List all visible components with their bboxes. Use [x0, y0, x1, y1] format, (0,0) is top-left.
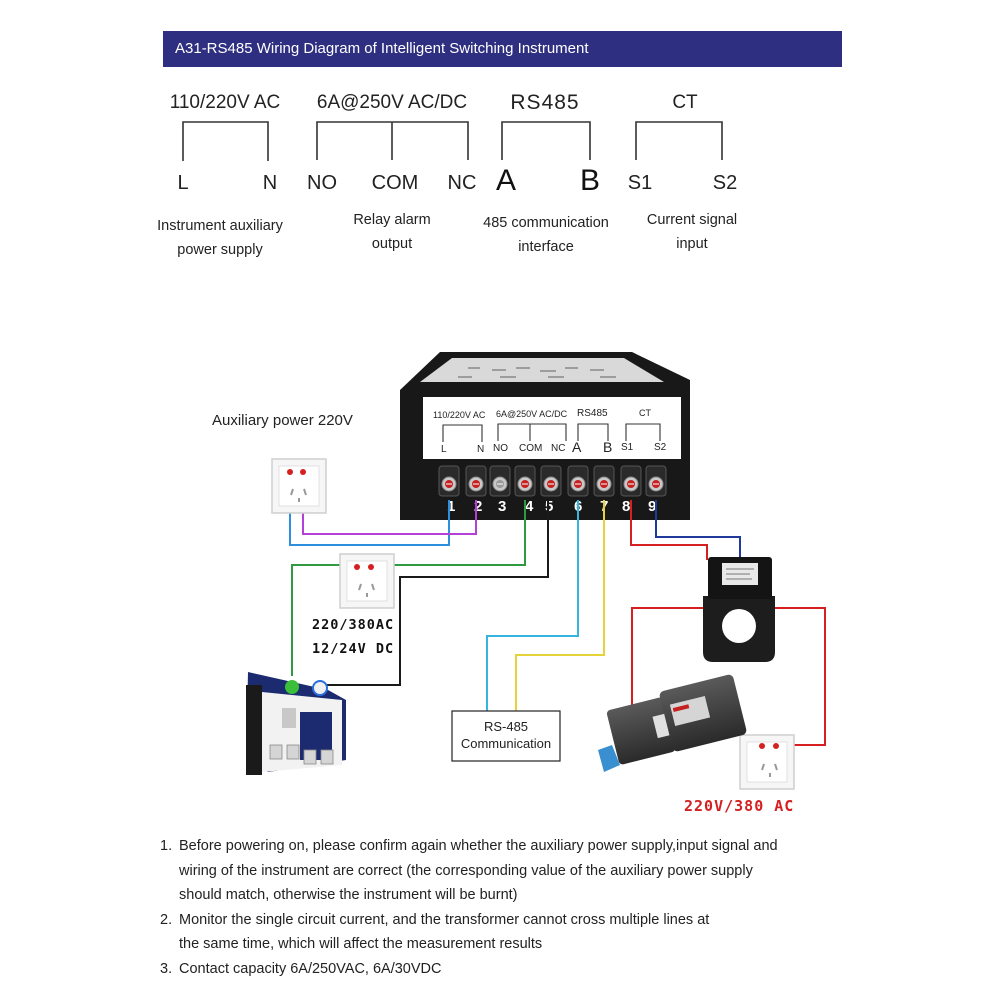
terminal-number-9: 9: [648, 498, 656, 515]
terminal-number-8: 8: [622, 498, 630, 515]
inst-group-power: 110/220V AC: [433, 410, 486, 420]
diagram-title: A31-RS485 Wiring Diagram of Intelligent …: [163, 31, 842, 67]
terminal-numbers: 1 2 3 4 5 6 7 8 9: [447, 498, 656, 515]
screw-terminal-5: [540, 465, 562, 497]
header-terminal-no: NO: [307, 172, 337, 194]
header-terminal-l: L: [177, 172, 189, 194]
terminal-number-2: 2: [474, 498, 482, 515]
screw-terminal-1: [438, 465, 460, 497]
gear-motor: [598, 674, 747, 772]
wire-rs485-cyan: [486, 500, 579, 712]
header-label-relay: 6A@250V AC/DC: [316, 92, 468, 113]
inst-term-com: COM: [519, 443, 542, 454]
contactor-supply-label-dc: 12/24V DC: [312, 641, 395, 657]
aux-power-label: Auxiliary power 220V: [212, 412, 353, 429]
screw-terminal-4: [514, 465, 536, 497]
note-item: 3. Contact capacity 6A/250VAC, 6A/30VDC: [160, 960, 442, 977]
screw-terminal-9: [645, 465, 667, 497]
header-label-ct: CT: [672, 92, 698, 113]
wire-relay-green: [291, 500, 526, 676]
header-desc-power: Instrument auxiliary power supply: [157, 218, 283, 258]
terminal-number-1: 1: [447, 498, 455, 515]
inst-term-no: NO: [493, 443, 508, 454]
contactor-supply-label-ac: 220/380AC: [312, 617, 395, 633]
inst-term-a: A: [572, 439, 582, 455]
wire-relay-black: [322, 500, 549, 686]
rs485-box-line2: Communication: [461, 736, 551, 751]
header-terminal-nc: NC: [447, 172, 477, 194]
header-label-power: 110/220V AC: [169, 92, 281, 113]
inst-term-s2: S2: [654, 442, 667, 453]
terminal-number-3: 3: [498, 498, 506, 515]
terminal-number-5: 5: [545, 498, 553, 515]
screw-terminal-6: [567, 465, 589, 497]
wire-ct-red: [630, 500, 708, 560]
terminal-number-4: 4: [525, 498, 534, 515]
motor-supply-label: 220V/380 AC: [684, 797, 795, 815]
header-terminal-n: N: [262, 172, 278, 194]
header-desc-relay: Relay alarm output: [353, 212, 431, 252]
header-terminal-s1: S1: [627, 172, 653, 194]
aux-power-socket: [271, 458, 327, 514]
instrument-label-brackets: [442, 423, 661, 442]
rs485-box-line1: RS-485: [484, 719, 528, 734]
header-terminal-b: B: [579, 164, 600, 197]
inst-term-n: N: [477, 444, 484, 455]
note-item: 2. Monitor the single circuit current, a…: [160, 911, 710, 953]
screw-terminal-2: [465, 465, 487, 497]
ac-contactor: [246, 672, 346, 775]
header-terminal-a: A: [495, 164, 516, 197]
header-desc-rs485: 485 communication interface: [483, 215, 609, 255]
instrument-labels: 110/220V AC 6A@250V AC/DC RS485 CT L N N…: [433, 408, 667, 455]
wire-ct-navy: [655, 500, 741, 560]
screw-terminal-block: [438, 465, 667, 497]
header-terminal-s2: S2: [712, 172, 738, 194]
current-transformer: [703, 557, 775, 662]
screw-terminal-7: [593, 465, 615, 497]
inst-term-l: L: [441, 444, 447, 455]
inst-group-rs485: RS485: [577, 408, 608, 419]
motor-supply-socket: [739, 734, 795, 790]
inst-term-s1: S1: [621, 442, 634, 453]
notes-list: 1. Before powering on, please confirm ag…: [160, 834, 860, 981]
screw-terminal-3: [489, 465, 511, 497]
contactor-supply-socket: [339, 553, 395, 609]
note-item: 1. Before powering on, please confirm ag…: [160, 838, 778, 903]
inst-term-b: B: [603, 439, 612, 455]
inst-group-ct: CT: [639, 408, 651, 418]
header-desc-ct: Current signal input: [646, 212, 738, 252]
header-terminal-com: COM: [371, 172, 419, 194]
wire-rs485-yellow: [515, 500, 605, 712]
rs485-communication-box: RS-485 Communication: [451, 710, 561, 762]
screw-terminal-8: [620, 465, 642, 497]
inst-term-nc: NC: [551, 443, 565, 454]
inst-group-relay: 6A@250V AC/DC: [496, 409, 568, 419]
header-label-rs485: RS485: [510, 91, 580, 114]
